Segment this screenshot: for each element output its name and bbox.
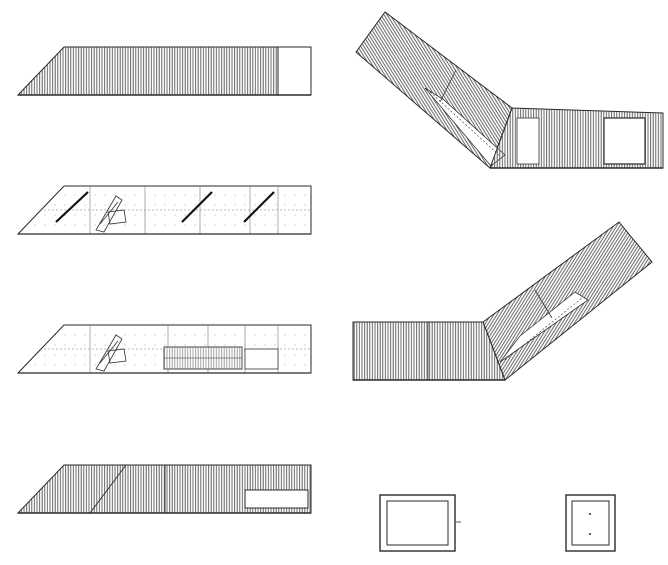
floor-plan-upper — [16, 185, 312, 235]
roof-plan-bent-right — [352, 221, 653, 381]
end-section-left — [379, 494, 461, 552]
elevation-top — [16, 46, 312, 96]
stair-symbol — [95, 195, 127, 233]
floor-plan-lower — [16, 324, 312, 374]
stair-symbol — [95, 334, 127, 372]
end-section-right — [565, 494, 616, 552]
kitchen-counter — [163, 346, 243, 370]
roof-plan-bent-left — [355, 11, 664, 169]
elevation-bottom — [16, 464, 312, 514]
